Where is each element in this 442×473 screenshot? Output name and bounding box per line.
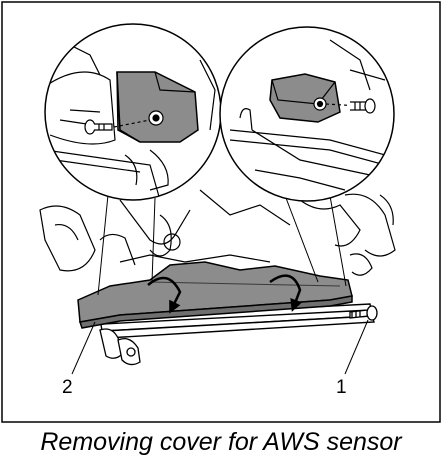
callout-1: 1 xyxy=(336,377,347,398)
detail-view-left xyxy=(44,23,222,201)
bolt-1-lower xyxy=(349,305,378,321)
rail-fittings xyxy=(99,328,141,366)
seat-frame-background xyxy=(39,189,396,276)
detail-view-right xyxy=(219,26,395,202)
figure-caption: Removing cover for AWS sensor xyxy=(40,428,402,456)
callout-2: 2 xyxy=(62,377,73,398)
aws-sensor-cover xyxy=(77,261,353,329)
leader-lines xyxy=(71,194,369,375)
figure-frame xyxy=(1,1,441,423)
